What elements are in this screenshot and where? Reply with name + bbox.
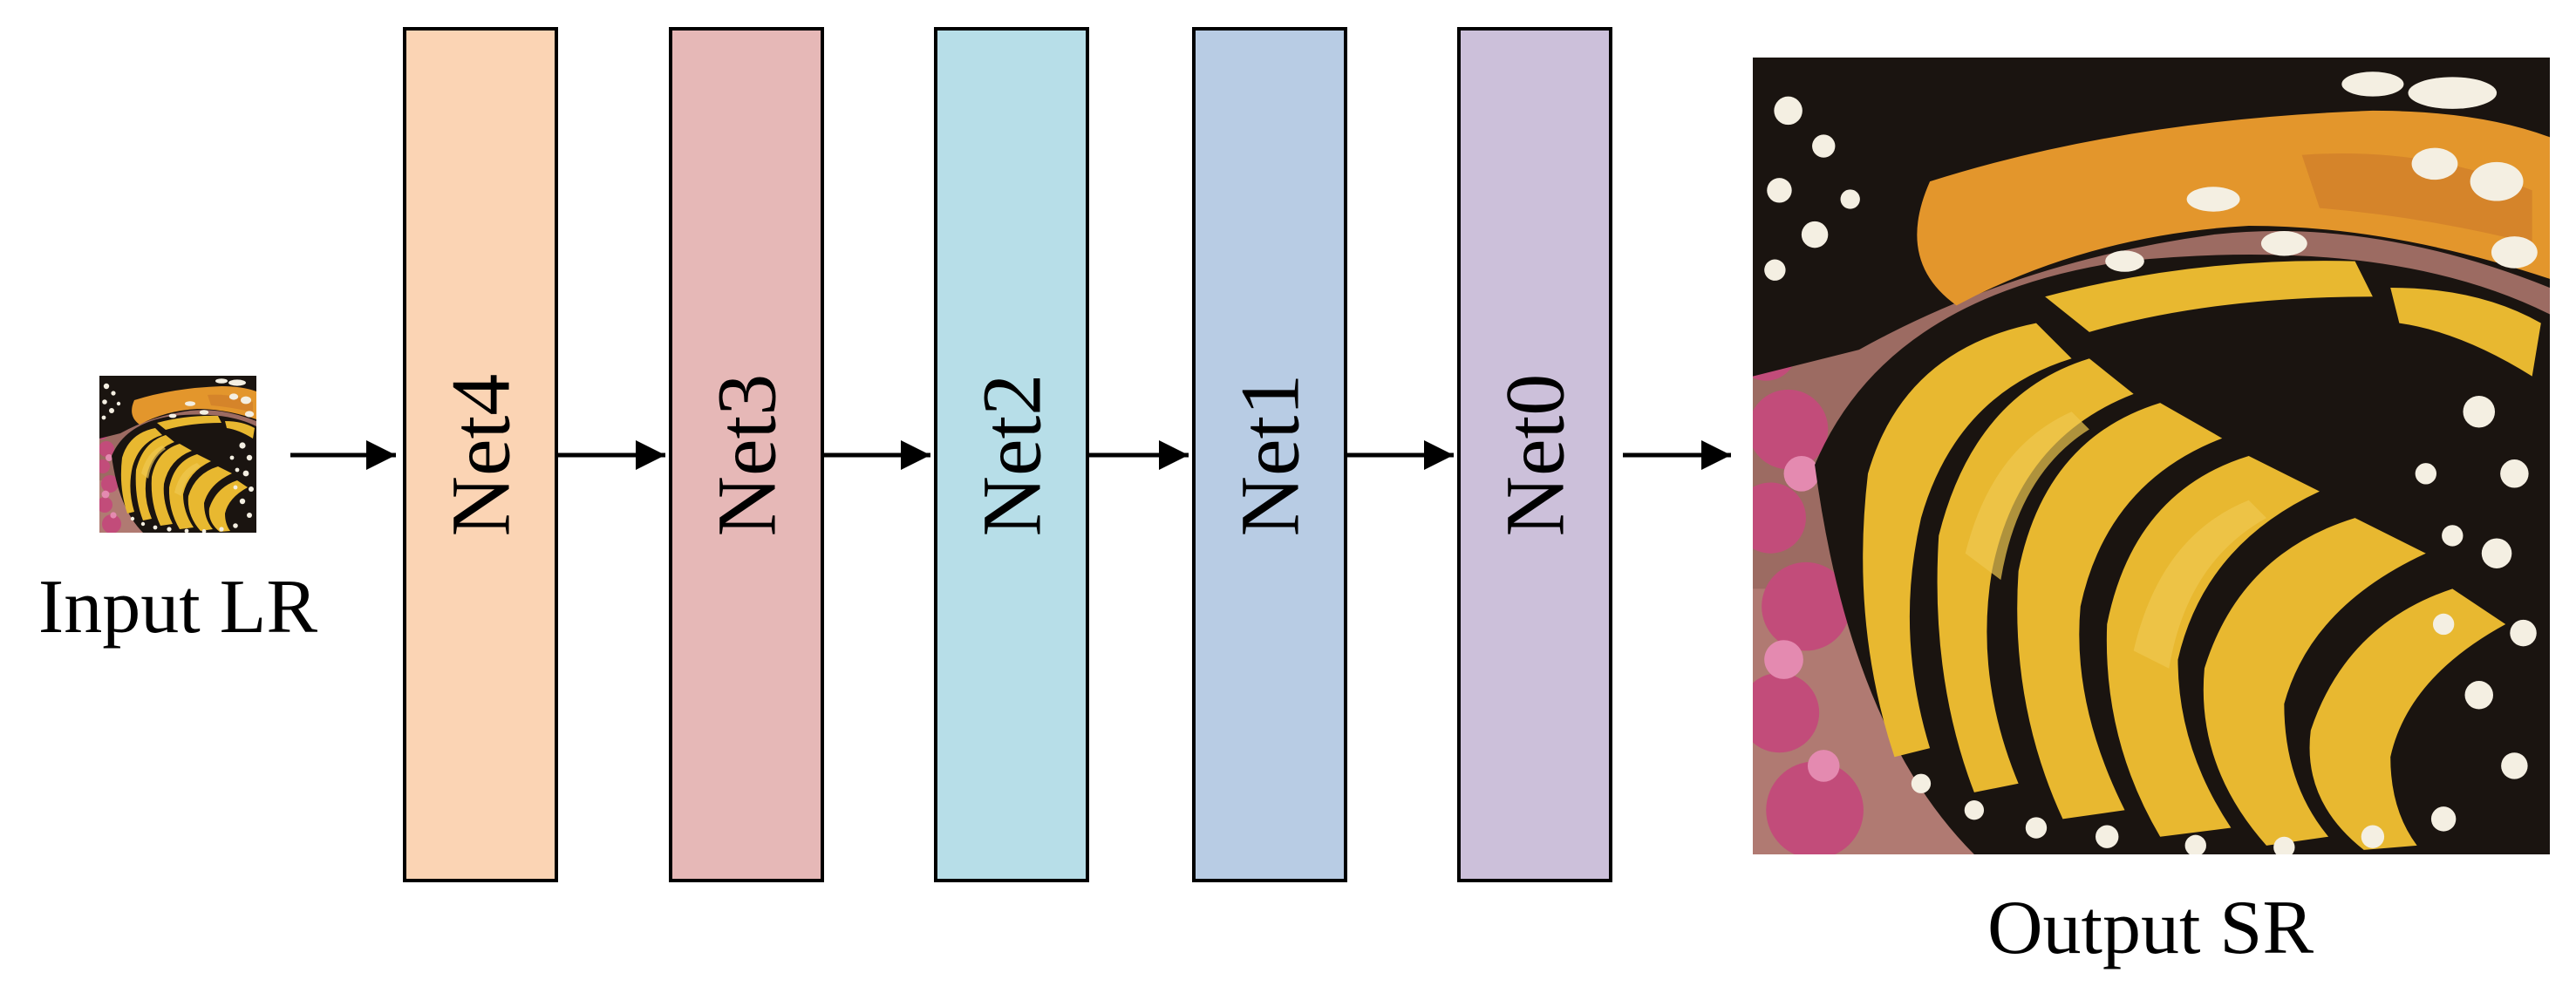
- network-block-net4: Net4: [403, 27, 558, 882]
- network-block-label: Net1: [1223, 374, 1317, 537]
- network-block-label: Net2: [965, 374, 1059, 537]
- network-block-rect: [403, 27, 558, 882]
- input-lr-image: [96, 376, 256, 534]
- network-block-label: Net3: [700, 374, 794, 537]
- network-block-label: Net4: [434, 374, 528, 537]
- input-label: Input LR: [38, 565, 318, 650]
- output-label: Output SR: [1987, 886, 2314, 970]
- network-blocks: Net4 Net3 Net2 Net1 Net0: [403, 27, 1612, 882]
- network-block-net1: Net1: [1192, 27, 1347, 882]
- network-block-rect: [1192, 27, 1347, 882]
- network-block-rect: [669, 27, 824, 882]
- network-block-net2: Net2: [934, 27, 1089, 882]
- output-sr-image: [1735, 58, 2550, 859]
- network-block-rect: [1457, 27, 1612, 882]
- network-block-net0: Net0: [1457, 27, 1612, 882]
- network-block-net3: Net3: [669, 27, 824, 882]
- network-block-label: Net0: [1489, 374, 1582, 537]
